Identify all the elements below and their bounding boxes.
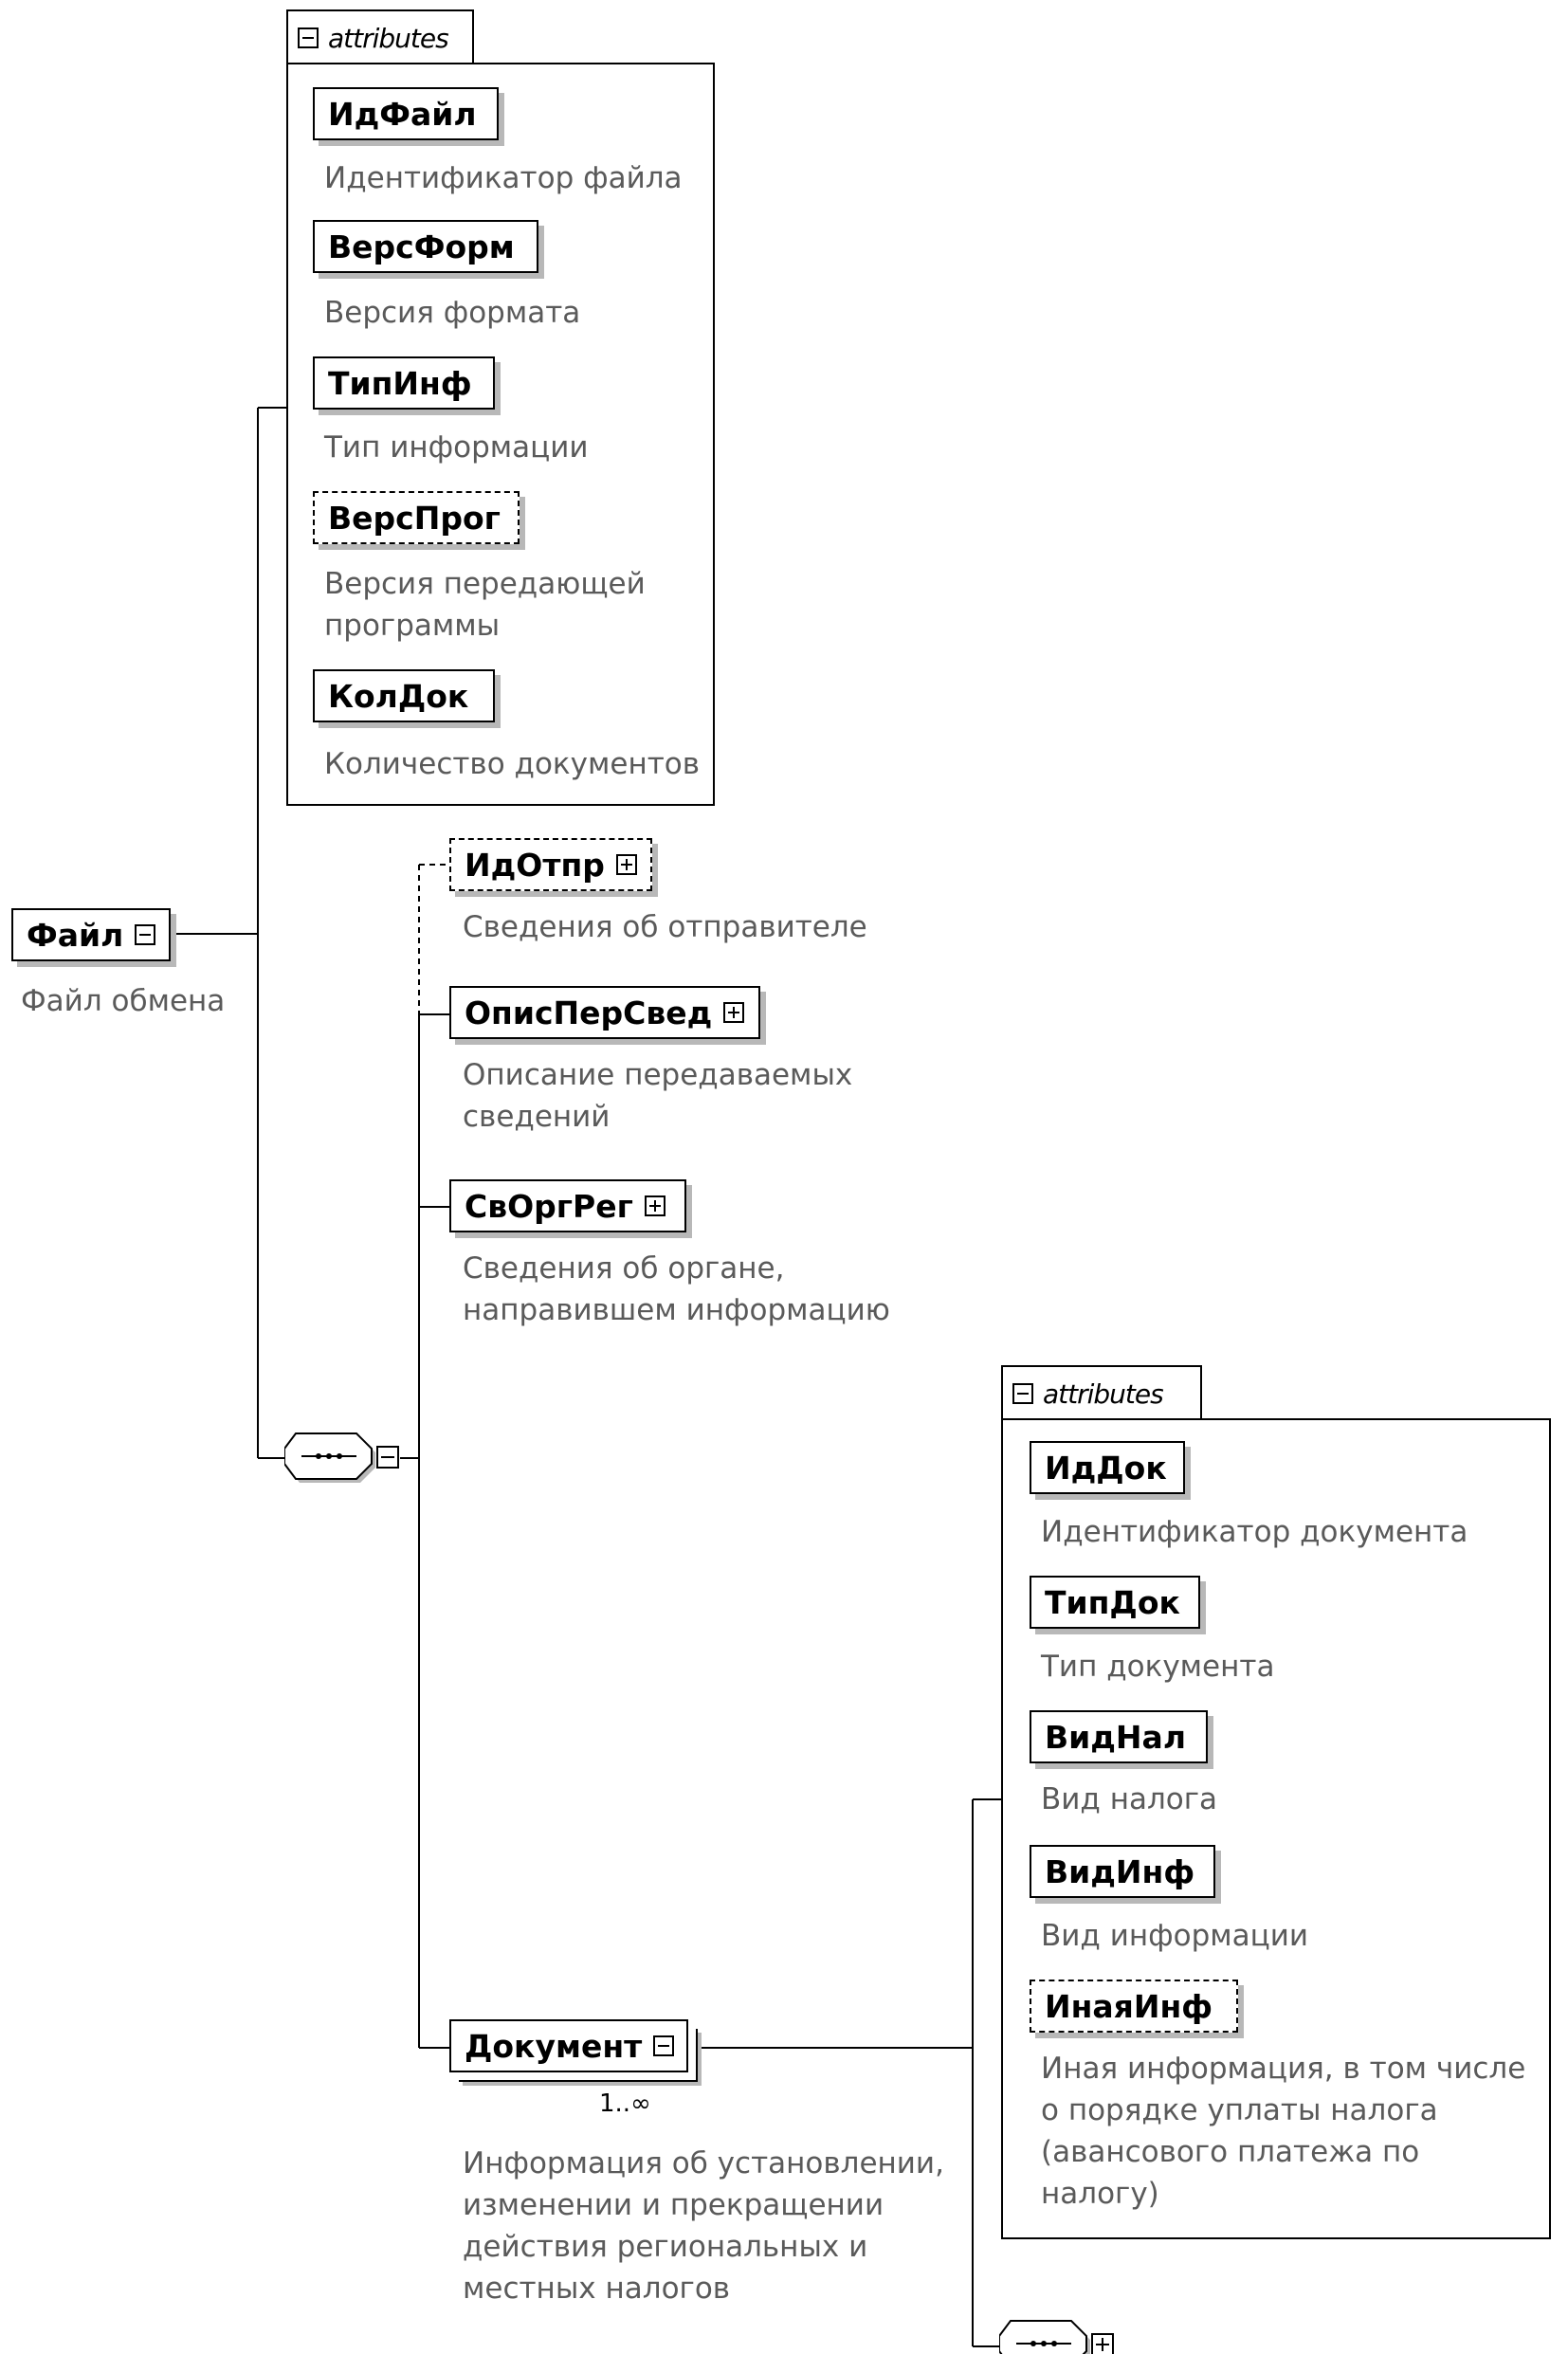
collapse-icon[interactable] <box>653 2035 675 2056</box>
document-attribute-description: Вид налога <box>1041 1779 1217 1820</box>
document-attribute-description: Тип документа <box>1041 1646 1274 1688</box>
file-attribute-name: ТипИнф <box>328 364 472 402</box>
file-attribute-box[interactable]: ТипИнф <box>313 356 495 410</box>
description-line: Сведения об органе, <box>463 1251 785 1286</box>
file-attribute-box[interactable]: ВерсФорм <box>313 220 538 273</box>
child-element-description: Информация об установлении, изменении и п… <box>463 2143 944 2309</box>
child-element-name: ОписПерСвед <box>465 994 713 1031</box>
attributes-label: attributes <box>328 22 449 54</box>
child-element-name: ИдОтпр <box>465 846 605 884</box>
description-line: Описание передаваемых <box>463 1058 853 1092</box>
description-line: Версия формата <box>324 296 581 330</box>
document-attributes-panel <box>1001 1418 1551 2239</box>
description-line: Вид информации <box>1041 1919 1309 1953</box>
file-attribute-name: ВерсПрог <box>328 499 501 537</box>
document-attributes-tab[interactable]: attributes <box>1001 1365 1202 1420</box>
description-line: Идентификатор документа <box>1041 1515 1468 1549</box>
description-line: Тип информации <box>324 430 589 465</box>
description-line: местных налогов <box>463 2272 731 2306</box>
collapse-icon[interactable] <box>1012 1383 1033 1404</box>
description-line: Информация об установлении, <box>463 2146 944 2181</box>
child-element[interactable]: ОписПерСвед <box>449 986 760 1039</box>
description-line: налогу) <box>1041 2177 1159 2211</box>
attributes-label: attributes <box>1043 1378 1164 1410</box>
sequence-compositor[interactable] <box>284 1430 406 1488</box>
collapse-icon[interactable] <box>298 27 319 48</box>
description-line: Вид налога <box>1041 1782 1218 1816</box>
child-element-description: Сведения об отправителе <box>463 906 867 948</box>
root-element-description: Файл обмена <box>21 984 226 1018</box>
child-element[interactable]: Документ <box>449 2019 688 2072</box>
description-line: Сведения об отправителе <box>463 910 867 944</box>
document-attribute-description: Идентификатор документа <box>1041 1511 1468 1553</box>
description-line: изменении и прекращении <box>463 2188 884 2222</box>
expand-icon[interactable] <box>615 854 637 875</box>
file-attribute-box[interactable]: ИдФайл <box>313 87 499 140</box>
document-attribute-box[interactable]: ИдДок <box>1030 1441 1185 1494</box>
child-element-description: Описание передаваемых сведений <box>463 1054 852 1138</box>
description-line: Идентификатор файла <box>324 161 683 195</box>
document-attribute-box[interactable]: ИнаяИнф <box>1030 1980 1238 2033</box>
description-line: Версия передающей <box>324 567 646 601</box>
description-line: (авансового платежа по <box>1041 2135 1420 2169</box>
root-element-name: Файл <box>27 916 124 954</box>
file-attribute-name: ИдФайл <box>328 95 477 133</box>
description-line: направившем информацию <box>463 1293 890 1327</box>
file-attribute-name: ВерсФорм <box>328 228 515 265</box>
document-attribute-name: ИнаяИнф <box>1045 1987 1213 2025</box>
collapse-icon[interactable] <box>135 924 156 945</box>
file-attribute-box[interactable]: ВерсПрог <box>313 491 520 544</box>
file-attributes-tab[interactable]: attributes <box>286 9 474 64</box>
description-line: о порядке уплаты налога <box>1041 2093 1438 2127</box>
file-attribute-description: Количество документов <box>324 743 700 785</box>
child-element-name: Документ <box>465 2027 643 2065</box>
document-attribute-description: Вид информации <box>1041 1915 1308 1957</box>
document-attribute-description: Иная информация, в том числе о порядке уп… <box>1041 2048 1525 2215</box>
description-line: Иная информация, в том числе <box>1041 2052 1526 2086</box>
document-attribute-box[interactable]: ТипДок <box>1030 1576 1200 1629</box>
expand-icon[interactable] <box>723 1002 745 1023</box>
cardinality-label: 1..∞ <box>599 2089 651 2118</box>
document-attribute-name: ТипДок <box>1045 1583 1180 1621</box>
child-element-name: СвОргРег <box>465 1187 633 1225</box>
child-element[interactable]: ИдОтпр <box>449 838 652 891</box>
child-element[interactable]: СвОргРег <box>449 1179 686 1232</box>
description-line: сведений <box>463 1100 611 1134</box>
document-attribute-box[interactable]: ВидИнф <box>1030 1845 1215 1898</box>
description-line: действия региональных и <box>463 2230 868 2264</box>
expand-icon[interactable] <box>644 1195 665 1216</box>
file-attribute-description: Тип информации <box>324 427 589 468</box>
document-sequence-compositor[interactable] <box>999 2317 1121 2354</box>
description-line: Тип документа <box>1041 1650 1275 1684</box>
file-attribute-description: Версия передающей программы <box>324 563 646 647</box>
description-line: Количество документов <box>324 747 701 781</box>
child-element-description: Сведения об органе, направившем информаци… <box>463 1248 890 1331</box>
document-attribute-box[interactable]: ВидНал <box>1030 1710 1208 1763</box>
file-attribute-description: Версия формата <box>324 292 580 334</box>
file-attribute-description: Идентификатор файла <box>324 157 683 199</box>
description-line: программы <box>324 609 501 643</box>
file-attribute-name: КолДок <box>328 677 469 715</box>
root-element[interactable]: Файл <box>11 908 171 961</box>
document-attribute-name: ВидНал <box>1045 1718 1186 1756</box>
file-attribute-box[interactable]: КолДок <box>313 669 495 722</box>
document-attribute-name: ИдДок <box>1045 1449 1167 1487</box>
document-attribute-name: ВидИнф <box>1045 1852 1195 1890</box>
